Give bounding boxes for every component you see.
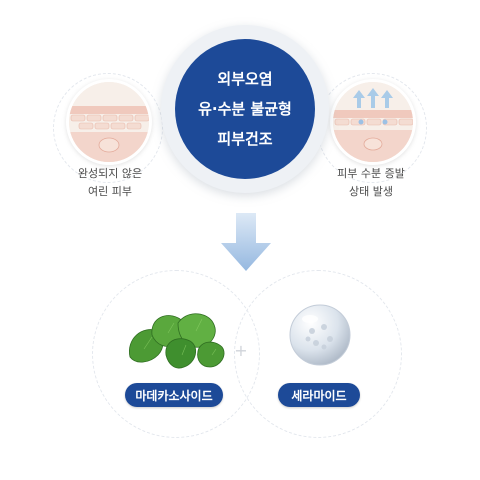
center-line-1: 외부오염 [217, 70, 273, 88]
left-caption-line-2: 여린 피부 [88, 185, 132, 198]
centella-leaf-icon [129, 313, 225, 369]
center-line-3: 피부건조 [217, 130, 273, 148]
left-caption: 완성되지 않은 여린 피부 [55, 165, 165, 201]
left-skin-illustration [66, 79, 152, 165]
ingredient-label-madecassoside: 마데카소사이드 [125, 383, 223, 407]
center-line-2: 유·수분 불균형 [198, 100, 292, 118]
ingredient-label-ceramide: 세라마이드 [278, 383, 360, 407]
down-arrow-icon [221, 213, 271, 271]
left-caption-line-1: 완성되지 않은 [77, 167, 143, 180]
right-skin-illustration [330, 79, 416, 165]
ceramide-bubble-icon [289, 304, 351, 366]
ingredient-circle-right [234, 270, 402, 438]
center-circle: 외부오염 유·수분 불균형 피부건조 [175, 39, 315, 179]
skin-layer-icon [69, 82, 149, 162]
right-caption: 피부 수분 증발 상태 발생 [316, 165, 426, 201]
plus-sign: + [234, 341, 248, 360]
moisture-evaporation-icon [333, 82, 413, 162]
right-caption-line-2: 상태 발생 [349, 185, 393, 198]
right-caption-line-1: 피부 수분 증발 [337, 167, 405, 180]
